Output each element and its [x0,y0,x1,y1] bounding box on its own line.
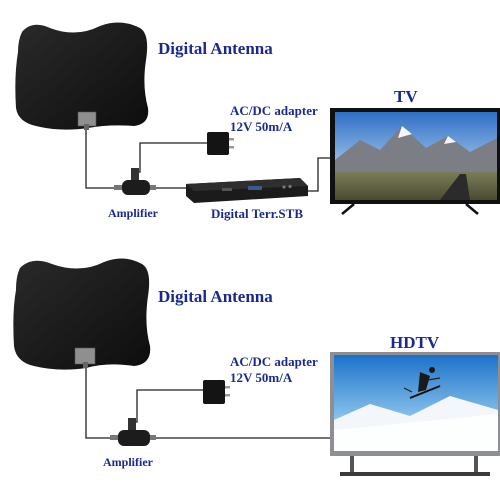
top-adapter [207,132,234,155]
flat-antenna-icon [13,258,151,370]
antenna-connector-plate [77,111,97,127]
top-tv [330,108,500,215]
bottom-adapter-cable [132,389,207,423]
antenna-connector-plate [74,347,96,365]
power-adapter-icon [203,380,225,404]
top-adapter-cable [136,142,211,173]
skier-figure [403,367,441,399]
top-amplifier [114,168,156,195]
bottom-antenna [13,258,151,370]
top-stb-to-tv-cable [308,157,330,192]
top-adapter-label-line1: AC/DC adapter [230,103,318,118]
bottom-adapter-label: AC/DC adapter 12V 50m/A [230,354,318,387]
bottom-amplifier [110,418,156,446]
bottom-antenna-cable [85,366,118,439]
top-tv-label: TV [394,87,418,106]
top-antenna-cable [85,128,122,189]
power-adapter-icon [207,132,229,155]
bottom-tv [330,352,500,476]
bottom-adapter-label-line1: AC/DC adapter [230,354,318,369]
bottom-amplifier-label: Amplifier [103,455,153,469]
top-antenna-label: Digital Antenna [158,39,273,58]
top-setup [15,22,500,215]
amplifier-icon [118,430,150,446]
top-adapter-label-line2: 12V 50m/A [230,119,293,135]
top-antenna [15,22,149,130]
top-stb [186,178,308,203]
top-amplifier-label: Amplifier [108,206,158,220]
top-adapter-label: AC/DC adapter 12V 50m/A [230,103,318,136]
bottom-adapter-label-line2: 12V 50m/A [230,370,293,386]
bottom-setup [13,258,500,476]
amplifier-icon [122,180,150,195]
top-stb-label: Digital Terr.STB [211,206,303,221]
bottom-tv-label: HDTV [390,333,440,352]
flat-antenna-icon [15,22,149,130]
bottom-antenna-label: Digital Antenna [158,287,273,306]
bottom-adapter [203,380,230,404]
